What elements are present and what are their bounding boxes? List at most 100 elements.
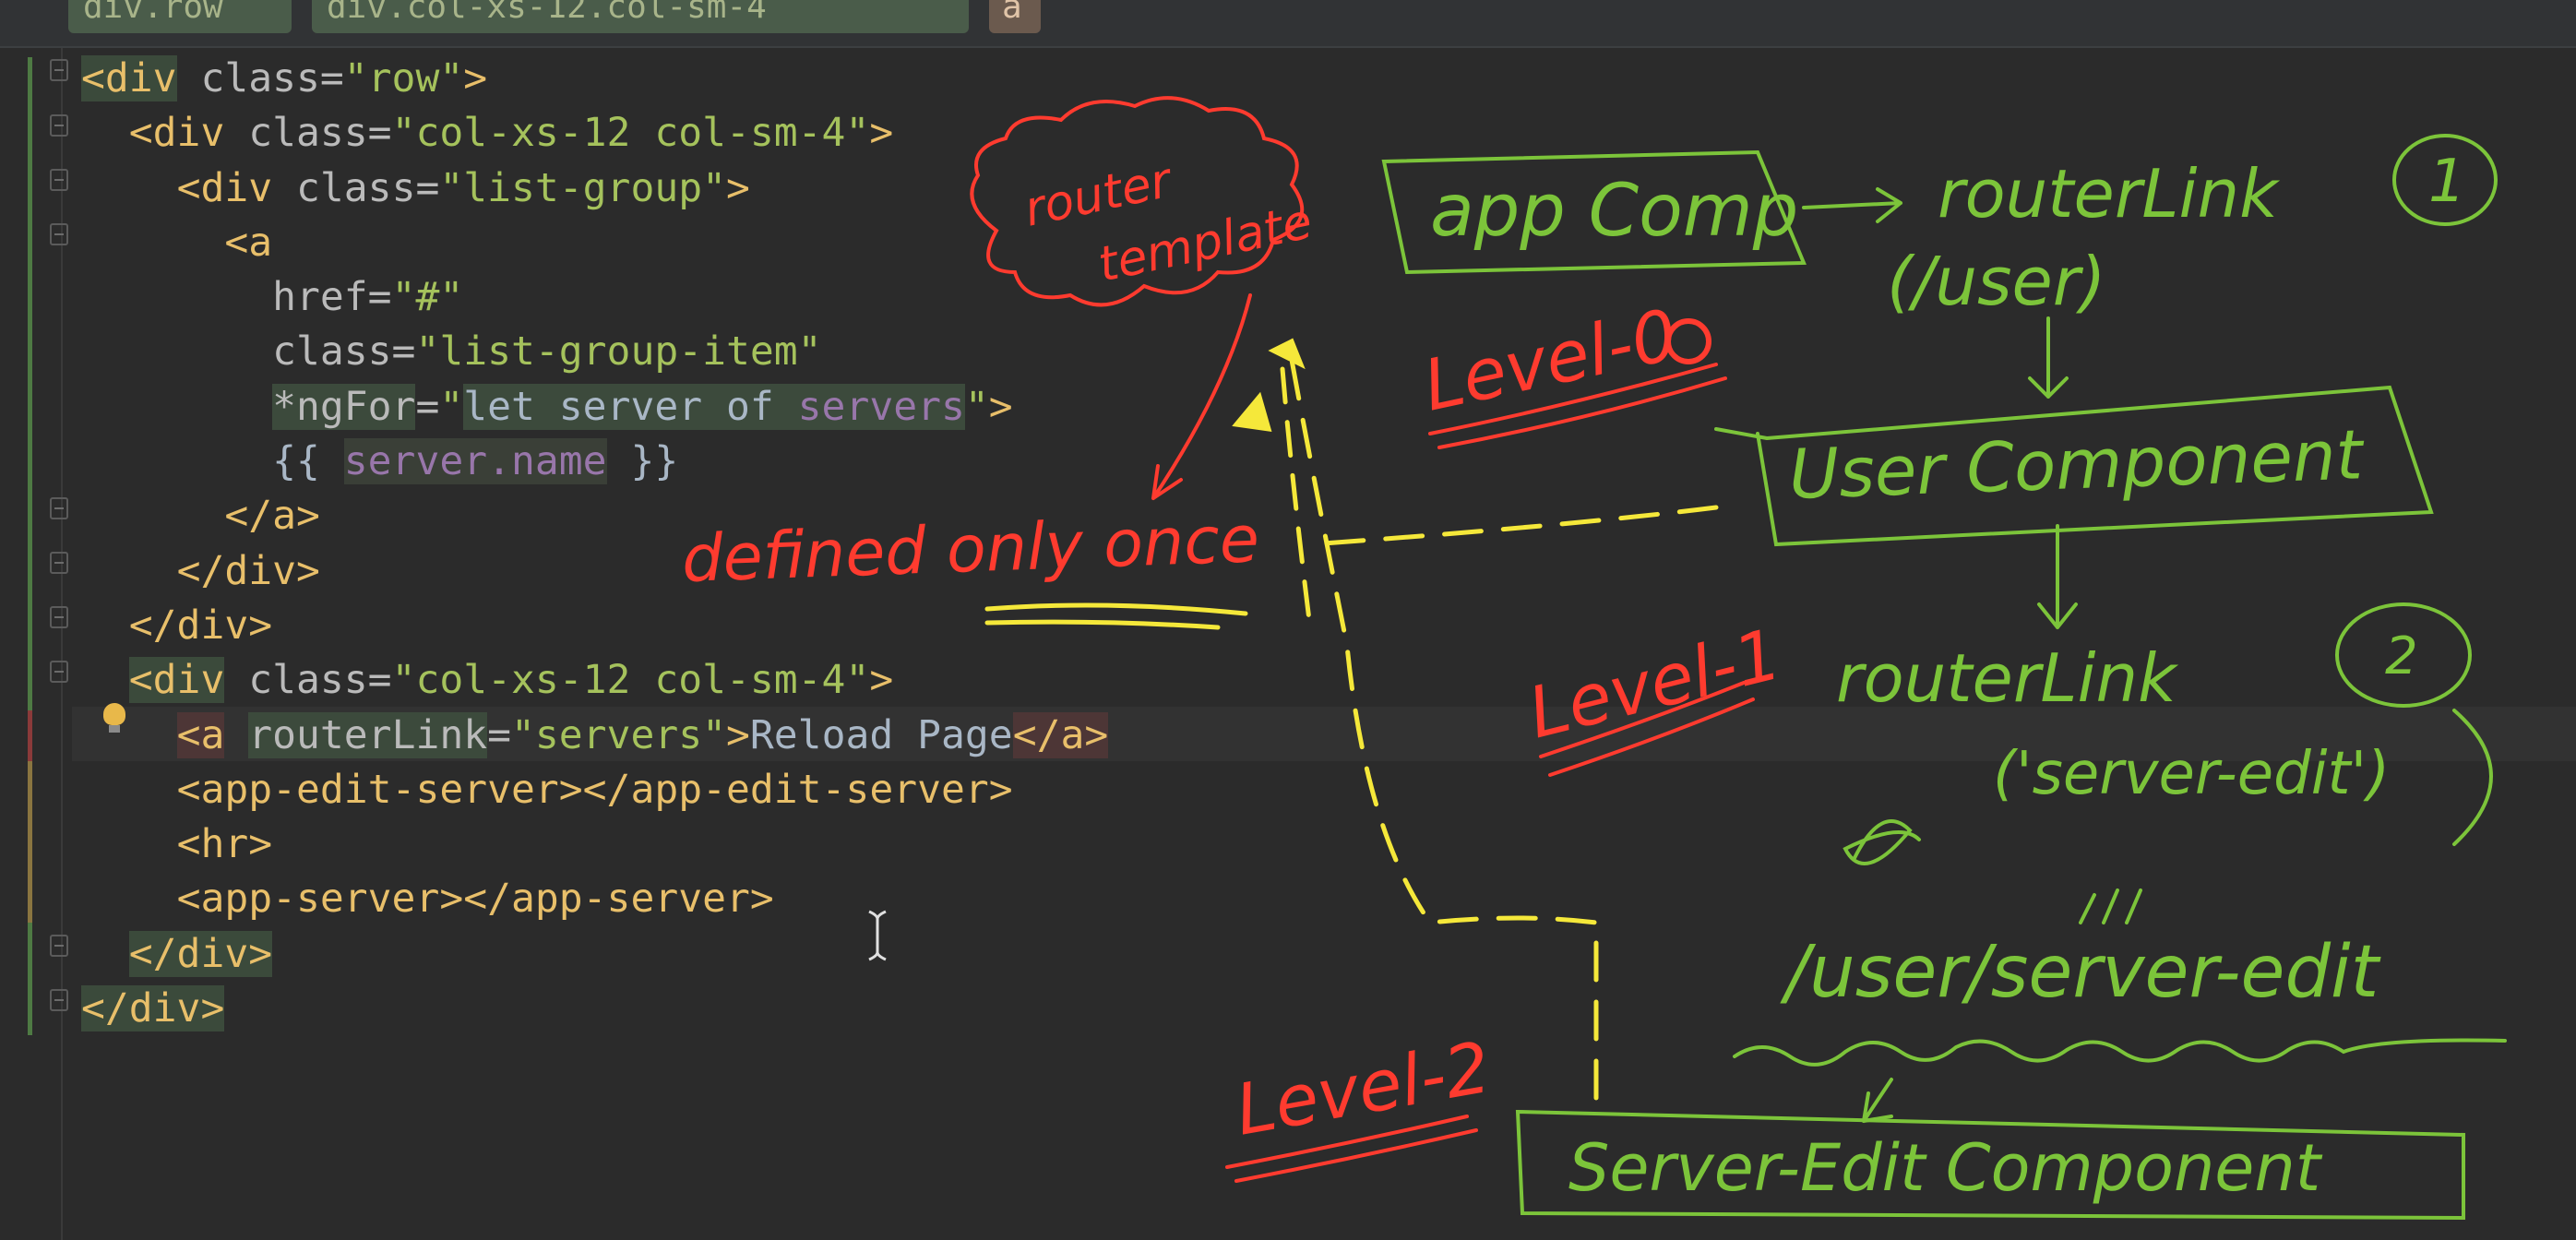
code-line[interactable]: <div class="row"> bbox=[81, 52, 1108, 106]
code-token: class= bbox=[272, 164, 440, 211]
level-0-circle bbox=[1665, 318, 1712, 364]
code-token: </div> bbox=[176, 547, 320, 594]
code-line[interactable]: <app-edit-server></app-edit-server> bbox=[81, 763, 1108, 817]
router-template-label-1: router bbox=[1020, 152, 1178, 238]
inner-dashed-link bbox=[1280, 366, 1313, 630]
breadcrumb-item-div-col[interactable]: div.col-xs-12.col-sm-4 bbox=[312, 0, 969, 33]
code-line[interactable]: </div> bbox=[81, 927, 1108, 982]
code-line[interactable]: <div class="list-group"> bbox=[81, 161, 1108, 216]
server-edit-arrow bbox=[1862, 1078, 1893, 1123]
code-token: <a bbox=[176, 711, 225, 758]
code-token: class= bbox=[224, 110, 392, 157]
code-token: </div> bbox=[81, 985, 225, 1032]
code-token: = bbox=[487, 711, 512, 758]
scribble-mark bbox=[1843, 819, 1921, 865]
router-link-2-label: routerLink bbox=[1836, 639, 2179, 717]
wavy-underline bbox=[1733, 1038, 2507, 1067]
code-token: " bbox=[439, 383, 464, 430]
fold-icon[interactable] bbox=[50, 989, 68, 1011]
code-line[interactable]: </div> bbox=[81, 982, 1108, 1036]
fold-icon[interactable] bbox=[50, 552, 68, 574]
code-token: " bbox=[964, 383, 989, 430]
code-line[interactable]: <hr> bbox=[81, 817, 1108, 872]
code-token: <app-server></app-server> bbox=[176, 876, 774, 923]
code-token: <div bbox=[128, 110, 225, 157]
fold-icon[interactable] bbox=[50, 59, 68, 81]
vcs-added-marker[interactable] bbox=[28, 57, 32, 1035]
user-component-box bbox=[1714, 385, 2434, 547]
code-token: <hr> bbox=[176, 821, 273, 868]
level-2-underline bbox=[1225, 1115, 1478, 1183]
code-token: routerLink bbox=[248, 711, 488, 758]
code-token: "#" bbox=[391, 274, 464, 321]
code-token: "row" bbox=[343, 55, 464, 101]
code-token: <app-edit-server></app-edit-server> bbox=[176, 766, 1013, 813]
app-comp-box bbox=[1381, 149, 1807, 275]
defined-only-once-label: defined only once bbox=[681, 501, 1260, 597]
code-token: "col-xs-12 col-sm-4" bbox=[391, 110, 870, 157]
vcs-error-marker[interactable] bbox=[28, 710, 32, 761]
app-comp-label: app Comp bbox=[1430, 170, 1798, 253]
code-token: <a bbox=[224, 219, 273, 266]
circle-1 bbox=[2392, 134, 2498, 226]
code-editor[interactable]: <div class="row"> <div class="col-xs-12 … bbox=[81, 52, 1109, 1036]
router-link-1-label: routerLink bbox=[1938, 155, 2281, 232]
code-token: class= bbox=[176, 55, 344, 101]
code-line[interactable]: *ngFor="let server of servers"> bbox=[81, 380, 1108, 435]
code-token: "list-group" bbox=[439, 164, 727, 211]
code-token: "list-group-item" bbox=[415, 328, 822, 376]
code-token: class= bbox=[272, 328, 416, 376]
code-token: <div bbox=[128, 657, 225, 704]
code-token: > bbox=[988, 383, 1013, 430]
gutter-divider bbox=[61, 48, 63, 1240]
text-cursor-icon bbox=[868, 910, 887, 961]
code-line[interactable]: href="#" bbox=[81, 270, 1108, 325]
code-token: *ngFor bbox=[272, 383, 416, 430]
level-2-label: Level-2 bbox=[1230, 1026, 1497, 1151]
user-arrow bbox=[2028, 316, 2069, 399]
code-token: "col-xs-12 col-sm-4" bbox=[391, 657, 870, 704]
code-token: href= bbox=[272, 274, 392, 321]
code-token: </div> bbox=[128, 930, 273, 977]
code-token: </div> bbox=[128, 602, 273, 649]
code-line[interactable]: </div> bbox=[81, 599, 1108, 653]
fold-icon[interactable] bbox=[50, 223, 68, 245]
code-token: {{ bbox=[272, 438, 344, 485]
code-line[interactable]: <a routerLink="servers">Reload Page</a> bbox=[81, 709, 1109, 763]
code-token: let server of bbox=[463, 383, 798, 430]
app-comp-arrow bbox=[1802, 187, 1902, 223]
code-line[interactable]: <a bbox=[81, 216, 1108, 270]
triple-slash bbox=[2079, 888, 2142, 924]
code-token: > bbox=[726, 164, 750, 211]
server-edit-paren bbox=[2452, 709, 2493, 846]
fold-icon[interactable] bbox=[50, 497, 68, 519]
fold-icon[interactable] bbox=[50, 661, 68, 683]
code-line[interactable]: <div class="col-xs-12 col-sm-4"> bbox=[81, 106, 1108, 161]
fold-icon[interactable] bbox=[50, 606, 68, 628]
fold-icon[interactable] bbox=[50, 169, 68, 191]
breadcrumb-item-a[interactable]: a bbox=[989, 0, 1041, 33]
circle-2 bbox=[2335, 602, 2473, 708]
fold-icon[interactable] bbox=[50, 935, 68, 957]
cloud-arrow bbox=[1151, 293, 1252, 500]
code-line[interactable]: </a> bbox=[81, 489, 1108, 543]
code-line[interactable]: {{ server.name }} bbox=[81, 435, 1108, 489]
server-edit-path-label: ('server-edit') bbox=[1993, 740, 2390, 808]
user-server-edit-label: /user/server-edit bbox=[1780, 931, 2381, 1014]
code-token: </a> bbox=[1012, 711, 1109, 758]
code-token: > bbox=[726, 711, 750, 758]
breadcrumb-item-div-row[interactable]: div.row bbox=[68, 0, 292, 33]
code-line[interactable]: <div class="col-xs-12 col-sm-4"> bbox=[81, 653, 1108, 708]
vcs-modified-marker[interactable] bbox=[28, 710, 32, 923]
code-line[interactable]: <app-server></app-server> bbox=[81, 872, 1108, 926]
code-line[interactable]: class="list-group-item" bbox=[81, 325, 1108, 379]
defined-once-underline bbox=[984, 602, 1248, 630]
lightbulb-icon[interactable] bbox=[103, 703, 125, 733]
code-token: > bbox=[869, 657, 894, 704]
level-1-label: Level-1 bbox=[1521, 613, 1789, 755]
fold-icon[interactable] bbox=[50, 114, 68, 137]
editor-gutter[interactable] bbox=[0, 48, 72, 1240]
level-0-underline bbox=[1428, 363, 1727, 449]
code-line[interactable]: </div> bbox=[81, 544, 1108, 599]
